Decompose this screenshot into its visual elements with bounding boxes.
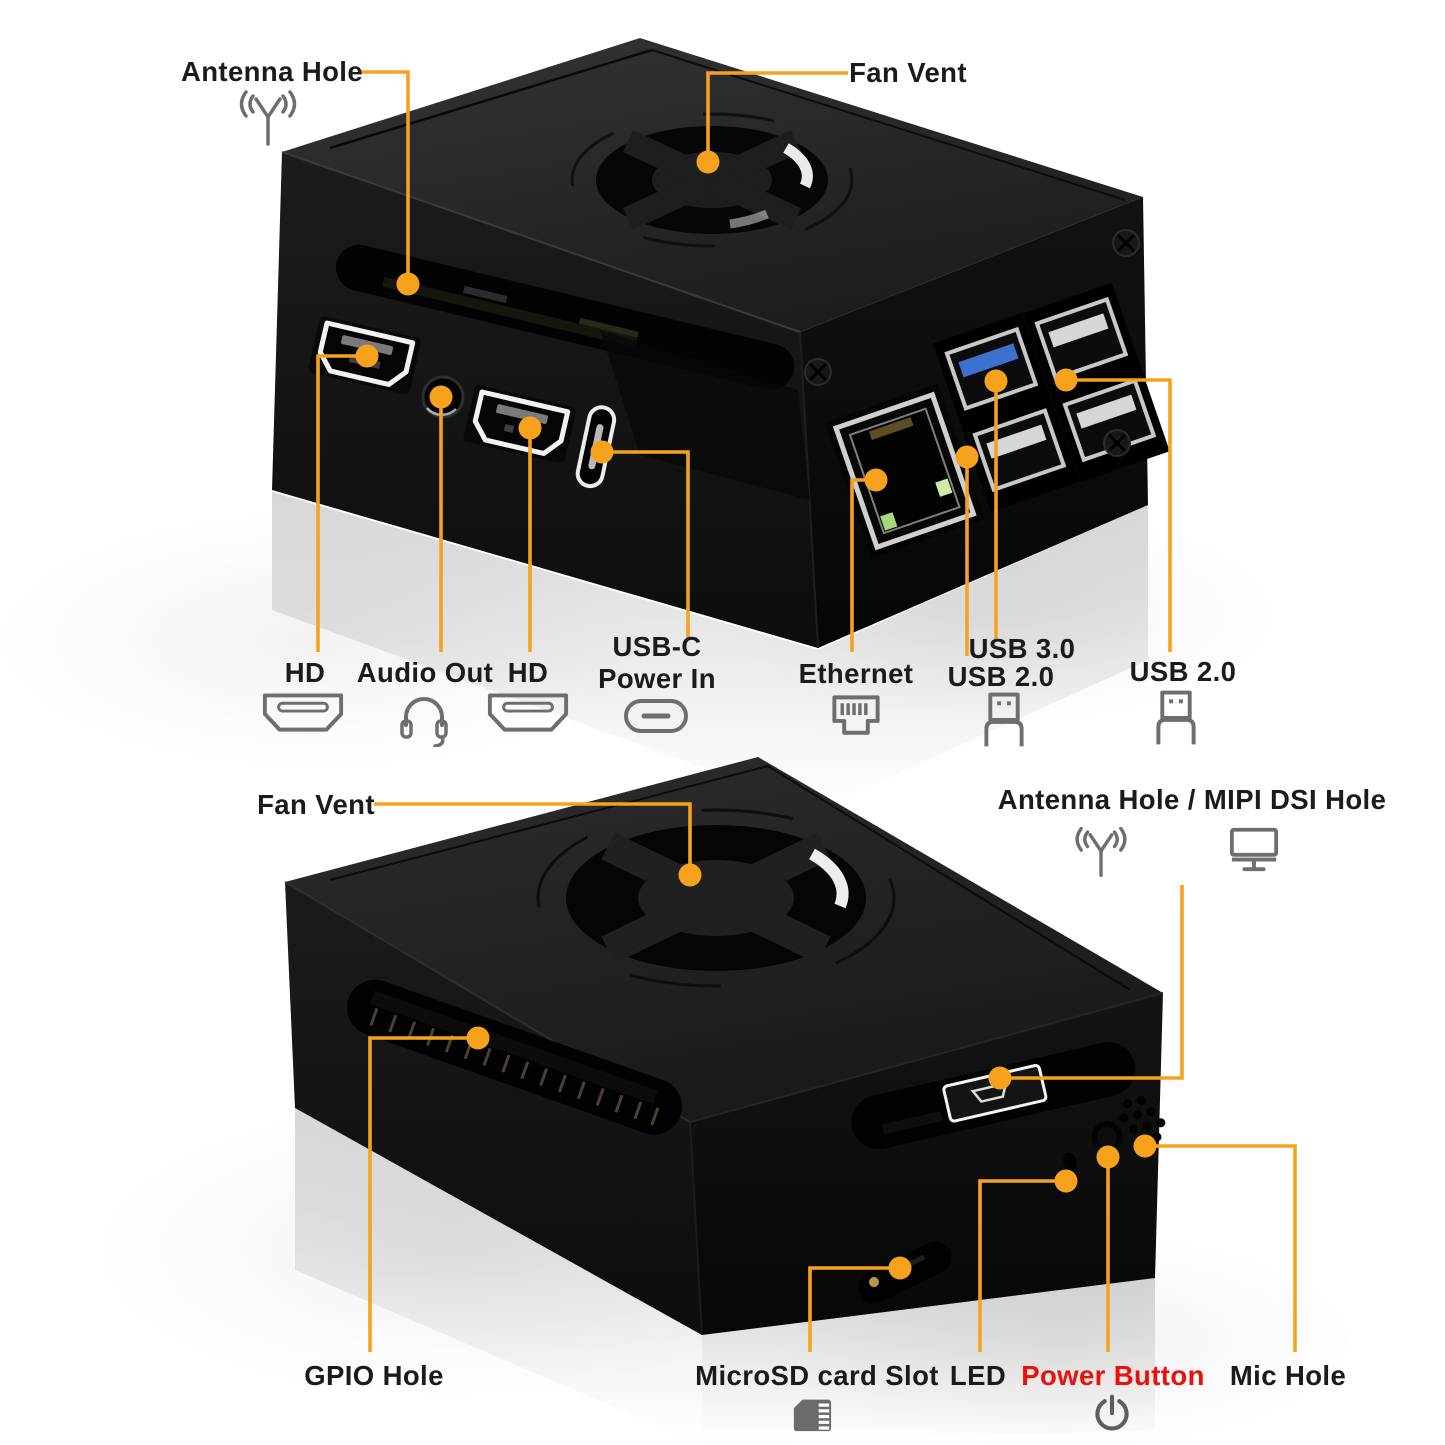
case1-screws — [804, 229, 1140, 457]
case1-fan-vent — [570, 112, 854, 248]
port-label-usbc-line1: USB-C — [612, 631, 702, 662]
case2-fan-vent — [536, 808, 896, 988]
usb-c-plug-icon — [622, 697, 690, 735]
case1-usb-stack-right — [1022, 282, 1170, 482]
callout-antenna-hole: Antenna Hole — [180, 56, 364, 87]
port-label-usb20-mid: USB 2.0 — [947, 661, 1055, 692]
antenna-icon — [1072, 824, 1130, 878]
port-label-usb30: USB 3.0 — [968, 633, 1076, 664]
case-rear-view — [272, 38, 1170, 810]
leader-microsd — [808, 1266, 900, 1352]
leader-antenna-mipi — [1000, 885, 1184, 1080]
antenna-icon — [236, 87, 300, 147]
leader-fan-vent-top — [706, 71, 848, 162]
leader-lines — [316, 70, 1297, 1352]
headphones-icon — [396, 685, 452, 748]
power-symbol-icon — [1091, 1392, 1133, 1436]
port-label-hd-left: HD — [284, 657, 326, 688]
callout-antenna-mipi: Antenna Hole / MIPI DSI Hole — [997, 784, 1387, 815]
case-front-view — [284, 757, 1166, 1445]
leader-hd-left — [316, 354, 367, 652]
port-label-ethernet: Ethernet — [798, 658, 914, 689]
callout-mic-hole: Mic Hole — [1229, 1360, 1347, 1391]
callout-fan-vent-top: Fan Vent — [849, 57, 967, 88]
leader-usb-c — [602, 450, 690, 640]
leader-mic-hole — [1145, 1144, 1297, 1352]
port-label-hd-right: HD — [507, 657, 549, 688]
port-label-audio-out: Audio Out — [356, 657, 494, 688]
callout-power-button: Power Button — [1021, 1360, 1205, 1391]
callout-led: LED — [949, 1360, 1007, 1391]
usb-plug-icon — [981, 689, 1028, 749]
leader-usb20-right — [1066, 378, 1172, 652]
leader-gpio — [368, 1036, 478, 1352]
microsd-card-icon — [789, 1393, 835, 1435]
leader-antenna-hole — [358, 70, 410, 284]
leader-dots — [355, 150, 1157, 1280]
port-label-usbc-line2: Power In — [598, 663, 716, 694]
leader-led — [978, 1179, 1066, 1352]
case1-ethernet-port — [824, 383, 985, 559]
case1-usb-stack-mid — [932, 312, 1080, 512]
leader-fan-vent-bottom — [374, 802, 692, 875]
callout-gpio-hole: GPIO Hole — [304, 1360, 444, 1391]
case2-gpio-slot — [347, 979, 683, 1135]
hdmi-icon — [485, 688, 571, 738]
callout-fan-vent-bottom: Fan Vent — [257, 789, 375, 820]
case1-vent-slot — [335, 244, 795, 390]
monitor-icon — [1228, 824, 1280, 874]
usb-plug-icon — [1153, 687, 1200, 747]
case2-led-hole — [1063, 1152, 1077, 1172]
rj45-icon — [828, 691, 885, 747]
callout-microsd-slot: MicroSD card Slot — [695, 1360, 939, 1391]
hdmi-icon — [260, 688, 346, 738]
port-label-usb20-right: USB 2.0 — [1129, 656, 1237, 687]
